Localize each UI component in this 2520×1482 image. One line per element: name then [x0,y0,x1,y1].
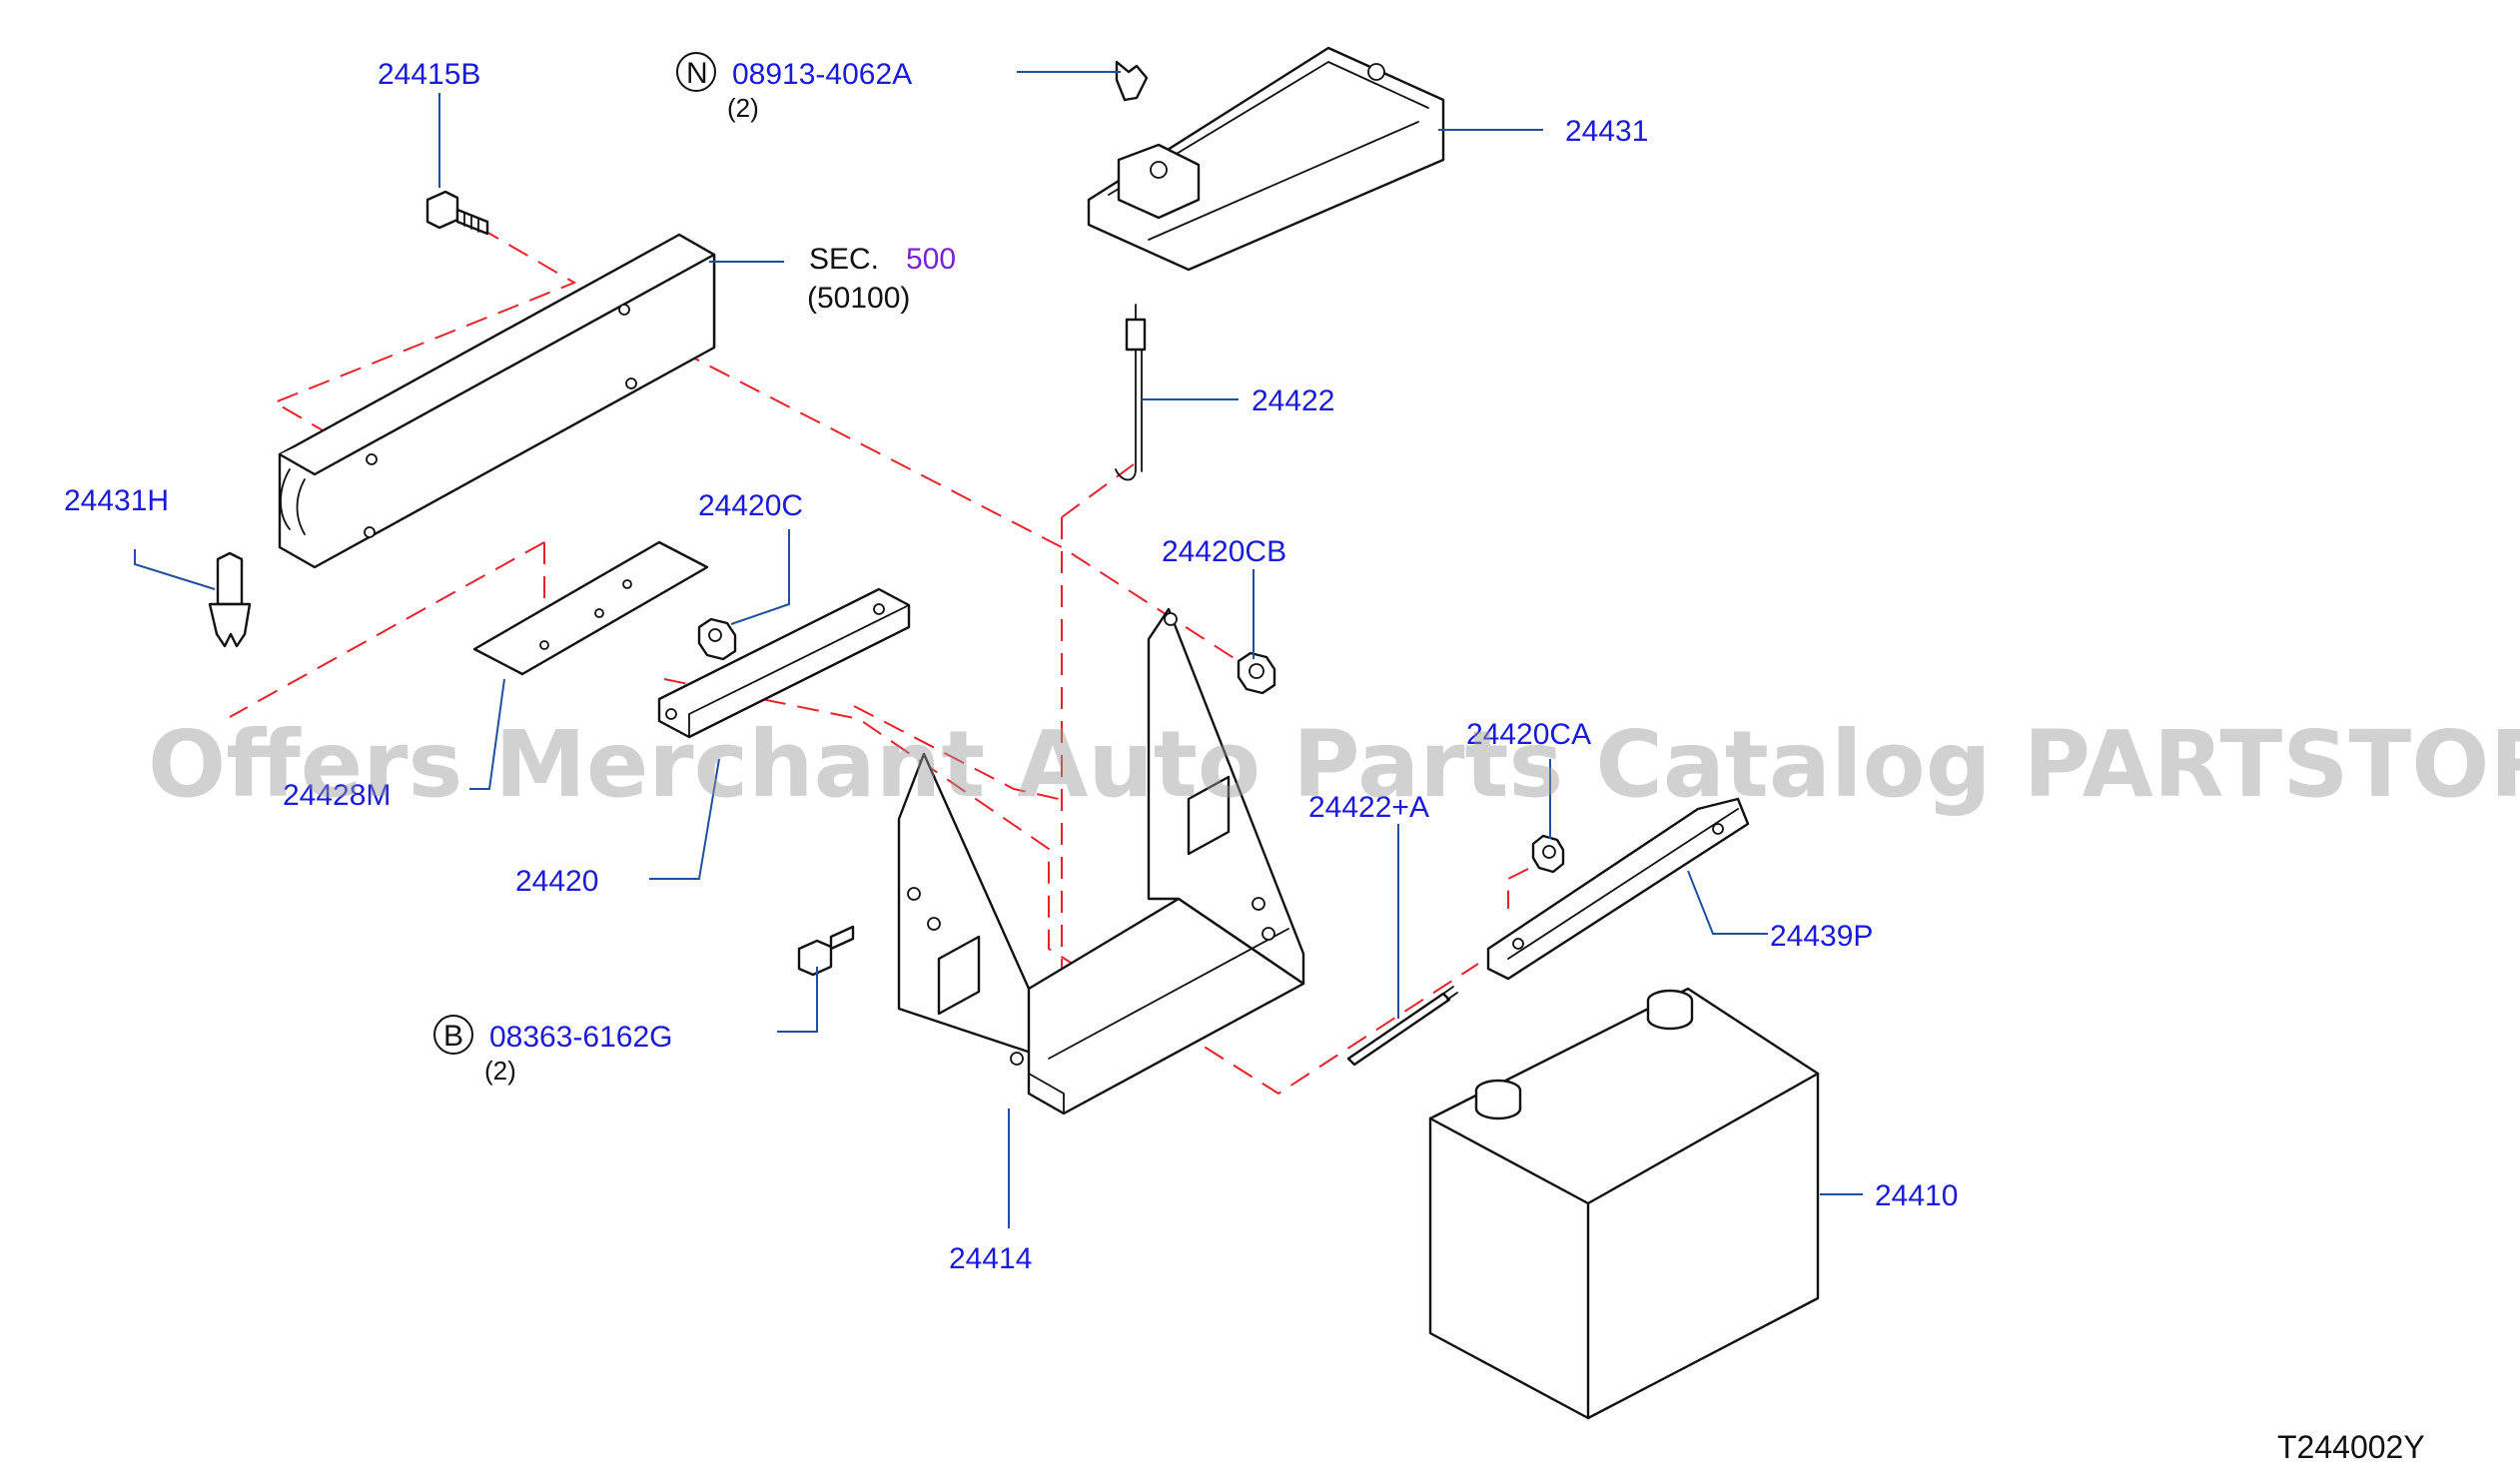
clip-24431h-drawing [208,551,252,648]
label-24428m[interactable]: 24428M [283,779,391,812]
diagram-code: T244002Y [2277,1429,2425,1465]
label-24420cb[interactable]: 24420CB [1162,535,1286,568]
label-24410[interactable]: 24410 [1875,1179,1958,1212]
label-24414[interactable]: 24414 [949,1242,1032,1275]
j-bolt-24422-drawing [1115,304,1147,481]
battery-tray-24414-drawing [897,607,1305,1115]
rod-24422a-drawing [1346,986,1458,1067]
cover-24431-drawing [1087,46,1445,272]
label-24420ca[interactable]: 24420CA [1466,718,1591,751]
label-08363-prefix: B [443,1020,463,1053]
label-sec-sub: (50100) [807,282,910,315]
label-sec-500[interactable]: 500 [906,243,956,276]
label-08913-4062a[interactable]: 08913-4062A [732,58,912,91]
n-symbol-circle [676,52,716,92]
wing-nut-08913-drawing [1115,60,1149,102]
label-24415b[interactable]: 24415B [378,58,480,91]
leader-lines [134,71,1863,1228]
pad-24428m-drawing [472,540,709,676]
label-24439p[interactable]: 24439P [1770,920,1873,953]
b-symbol-circle [433,1015,473,1055]
bracket-24420-drawing [657,587,911,739]
label-24422-a[interactable]: 24422+A [1308,791,1429,824]
nut-24420cb-drawing [1237,651,1276,695]
label-24431[interactable]: 24431 [1565,115,1648,148]
assembly-guide-lines [229,227,1529,1096]
bolt-08363-drawing [797,925,855,977]
nut-24420c-drawing [697,617,737,661]
label-24420[interactable]: 24420 [515,865,598,898]
frame-rail-drawing [278,233,716,569]
label-sec-prefix: SEC. [809,243,879,276]
label-24420c[interactable]: 24420C [698,489,803,522]
bolt-24415b-drawing [425,190,489,236]
label-08913-prefix: N [686,57,708,90]
label-24422[interactable]: 24422 [1252,384,1334,417]
label-08363-qty: (2) [484,1056,516,1086]
label-08363-6162g[interactable]: 08363-6162G [489,1021,673,1054]
label-24431h[interactable]: 24431H [64,484,169,517]
nut-24420ca-drawing [1531,834,1565,874]
watermark-text: Offers Merchant Auto Parts Catalog PARTS… [148,711,2520,818]
label-08913-qty: (2) [727,93,759,123]
battery-24410-drawing [1428,987,1820,1420]
bracket-24439p-drawing [1486,797,1750,981]
